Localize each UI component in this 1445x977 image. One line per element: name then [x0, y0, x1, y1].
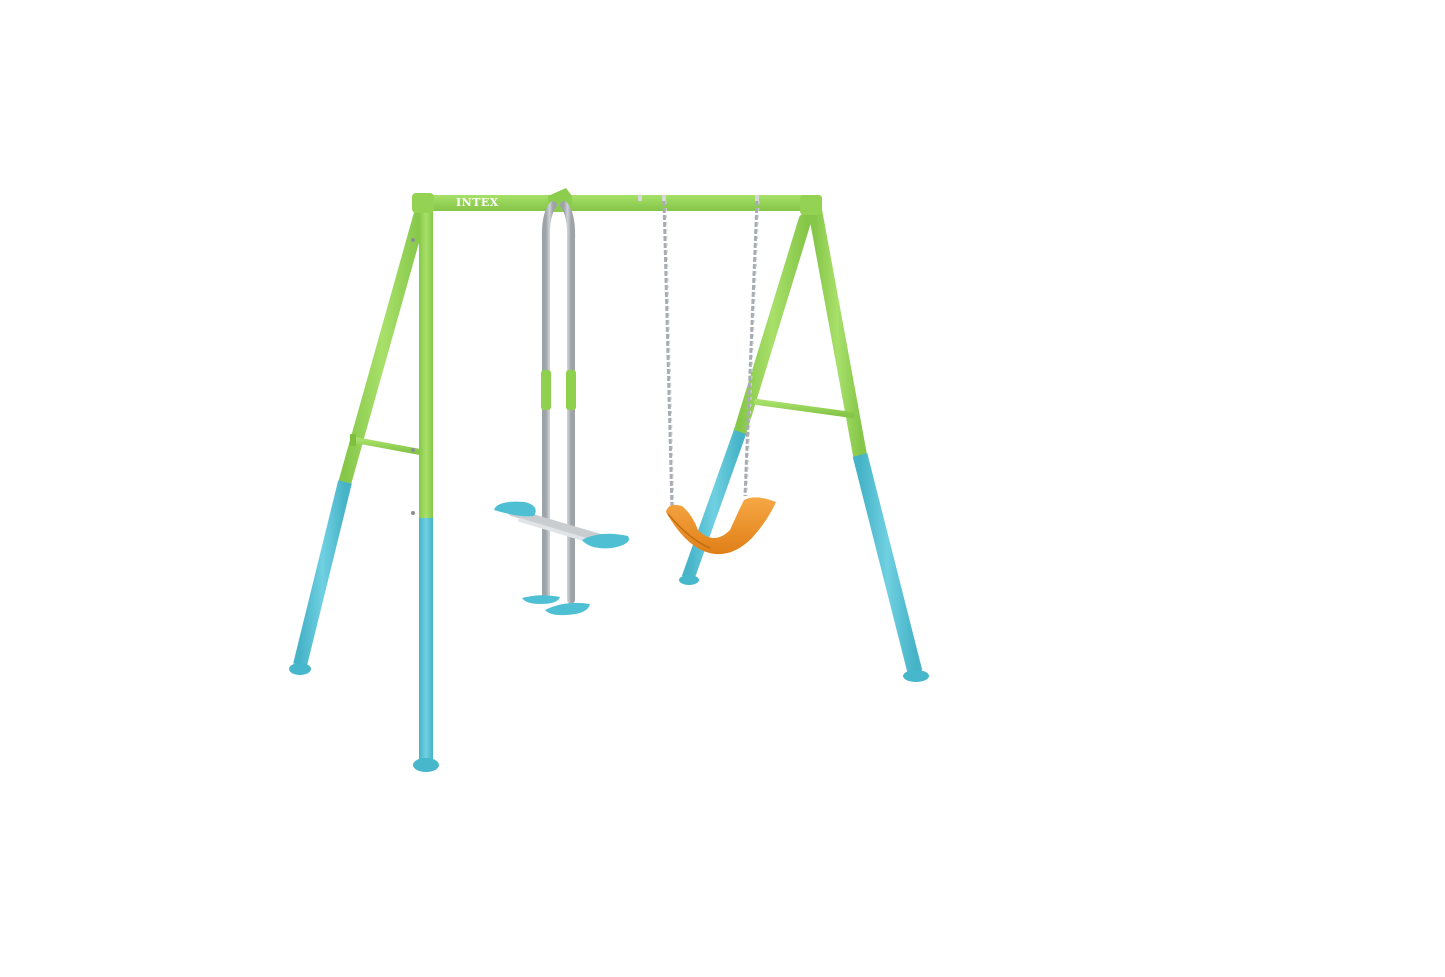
left-back-foot — [289, 663, 311, 675]
right-front-foot — [903, 670, 929, 682]
belt-swing-seat — [666, 497, 776, 555]
left-front-foot — [413, 758, 439, 772]
glider-seat-right — [582, 533, 629, 549]
belt-swing — [662, 200, 776, 555]
back-right-leg — [679, 213, 812, 585]
top-beam — [412, 188, 822, 215]
glider-footrest-right — [545, 602, 590, 616]
glider-footrest-left — [522, 595, 560, 604]
glider-swing — [494, 201, 629, 616]
right-a-frame — [754, 203, 929, 682]
brand-logo-text: INTEX — [456, 196, 499, 209]
left-a-frame — [289, 208, 439, 772]
glider-seat-left — [494, 501, 536, 517]
